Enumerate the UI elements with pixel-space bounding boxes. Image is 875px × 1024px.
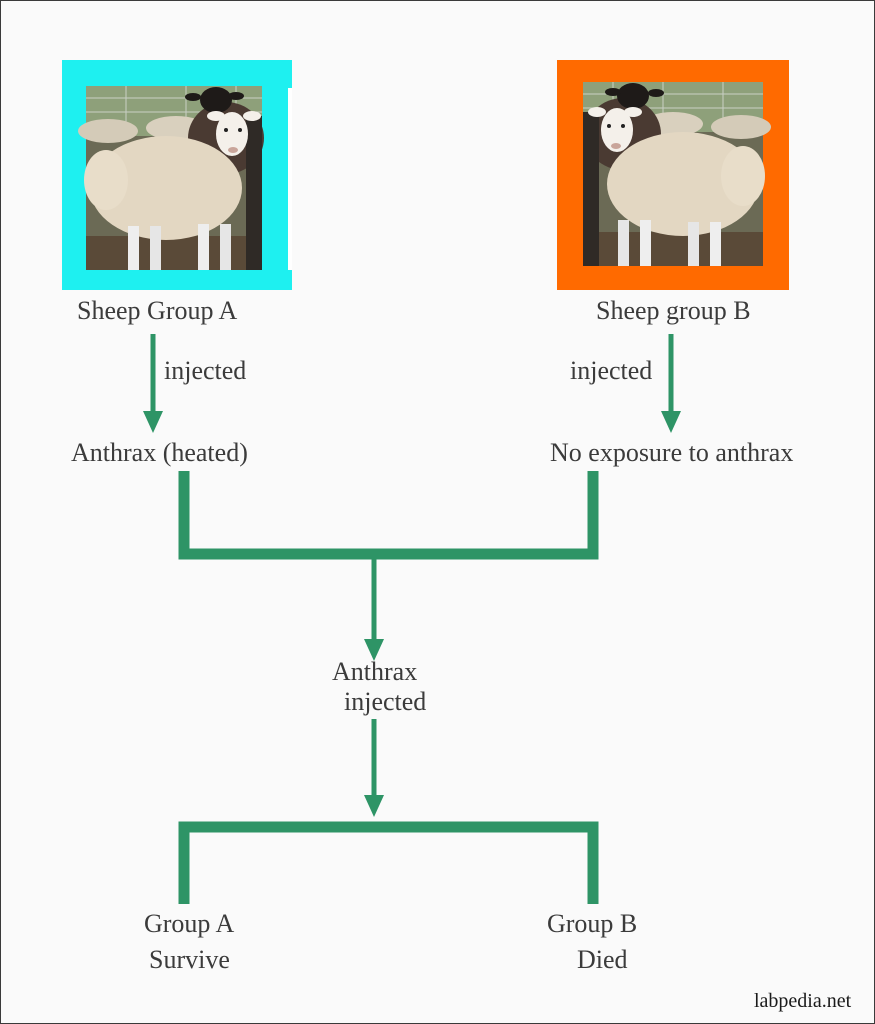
group-a-title: Sheep Group A [77, 296, 238, 325]
middle-label-line1: Anthrax [332, 657, 418, 686]
sheep-group-b-photo [557, 60, 789, 290]
split-bracket [178, 821, 599, 904]
middle-label-line2: injected [344, 687, 427, 716]
outcome-b-result: Died [577, 945, 628, 974]
group-a-action: injected [164, 356, 247, 385]
group-b-treatment: No exposure to anthrax [550, 438, 794, 467]
group-a-treatment: Anthrax (heated) [71, 438, 248, 467]
source-credit: labpedia.net [754, 990, 852, 1012]
group-b-action: injected [570, 356, 653, 385]
merge-bracket [178, 471, 599, 560]
sheep-group-a-photo [62, 60, 292, 290]
arrow-merge-down [364, 554, 384, 661]
arrow-to-outcomes [364, 719, 384, 817]
outcome-b-group: Group B [547, 909, 638, 938]
arrow-b-injected [661, 334, 681, 433]
outcome-a-group: Group A [144, 909, 235, 938]
group-b-title: Sheep group B [596, 296, 751, 325]
outcome-a-result: Survive [149, 945, 230, 974]
arrow-a-injected [143, 334, 163, 433]
